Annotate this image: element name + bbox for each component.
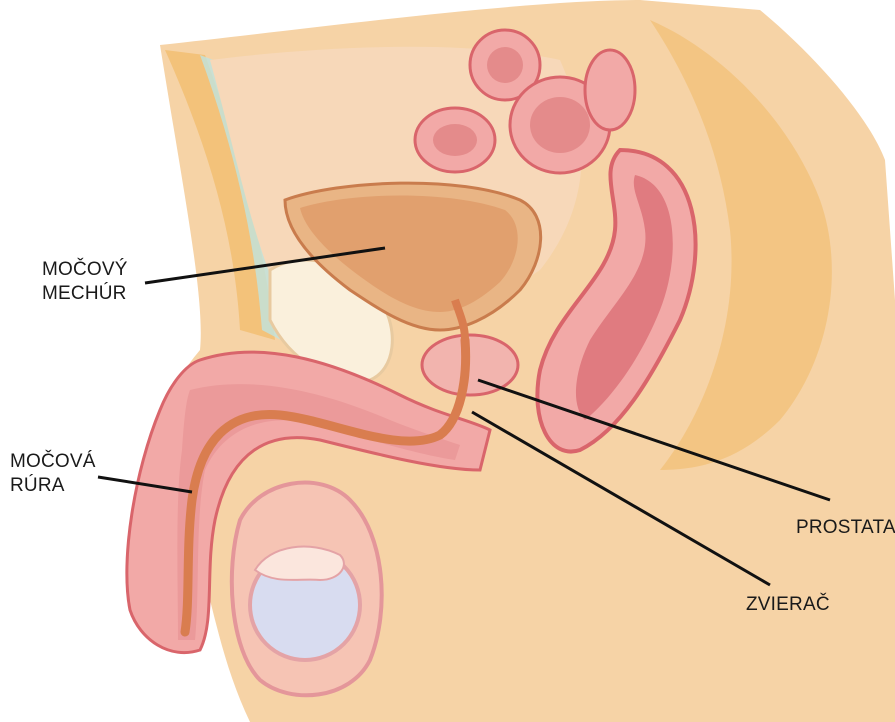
label-sphincter: ZVIERAČ xyxy=(746,593,830,617)
label-urethra-line2: RÚRA xyxy=(10,474,96,498)
label-bladder: MOČOVÝ MECHÚR xyxy=(42,258,128,306)
label-prostate: PROSTATA xyxy=(796,516,895,540)
label-sphincter-text: ZVIERAČ xyxy=(746,593,830,617)
label-urethra-line1: MOČOVÁ xyxy=(10,450,96,474)
label-bladder-line1: MOČOVÝ xyxy=(42,258,128,282)
label-bladder-line2: MECHÚR xyxy=(42,282,128,306)
prostate-gland xyxy=(422,335,518,395)
label-urethra: MOČOVÁ RÚRA xyxy=(10,450,96,498)
label-prostate-text: PROSTATA xyxy=(796,516,895,540)
